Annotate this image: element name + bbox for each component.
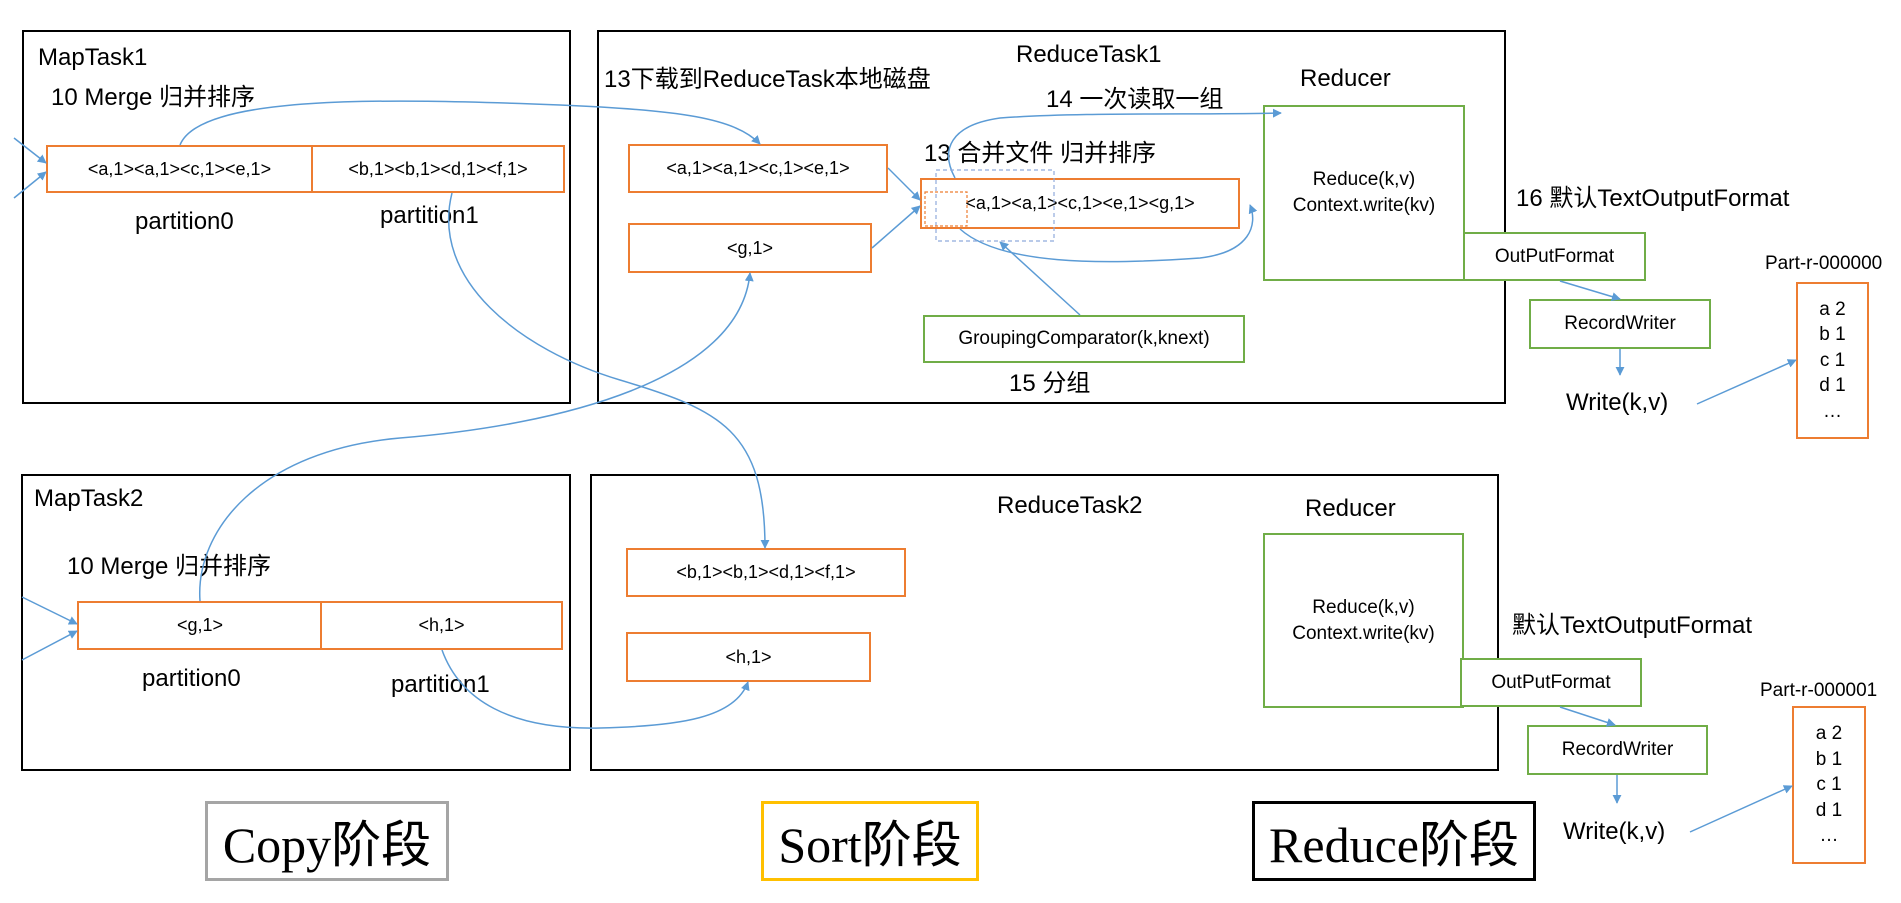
reducetask1-merged-box: <a,1><a,1><c,1><e,1><g,1>	[920, 178, 1240, 229]
reducetask1-merge-label: 13 合并文件 归并排序	[924, 140, 1157, 167]
maptask1-title: MapTask1	[38, 44, 148, 71]
grouping-label: 15 分组	[1009, 370, 1091, 397]
maptask1-partition1-label: partition1	[380, 202, 479, 229]
reducer1-box: Reduce(k,v) Context.write(kv)	[1263, 105, 1465, 281]
maptask1-merge-label: 10 Merge 归并排序	[51, 84, 256, 111]
output1-part-lines: a 2 b 1 c 1 d 1 …	[1819, 297, 1845, 425]
output2-part-file: a 2 b 1 c 1 d 1 …	[1792, 706, 1866, 864]
reducer2-context-line: Context.write(kv)	[1292, 622, 1435, 644]
output2-part-line: d 1	[1815, 799, 1843, 821]
maptask2-partition1-label: partition1	[391, 671, 490, 698]
reducetask2-copy2-box: <h,1>	[626, 632, 871, 682]
reducer1-reduce-line: Reduce(k,v)	[1312, 169, 1416, 190]
reducer2-reduce-line: Reduce(k,v)	[1312, 596, 1415, 618]
output1-write-label: Write(k,v)	[1566, 389, 1669, 416]
output1-recordwriter-box: RecordWriter	[1529, 299, 1711, 349]
output2-part-name: Part-r-000001	[1760, 680, 1878, 701]
output1-part-name: Part-r-000000	[1765, 253, 1883, 274]
output2-recordwriter-box: RecordWriter	[1527, 725, 1708, 775]
reducetask1-download-label: 13下载到ReduceTask本地磁盘	[604, 66, 931, 93]
output2-part-lines: a 2 b 1 c 1 d 1 …	[1816, 721, 1842, 849]
output2-arrow	[1689, 785, 1793, 833]
maptask2-title: MapTask2	[34, 485, 144, 512]
output1-part-line: …	[1822, 400, 1842, 422]
output2-write-label: Write(k,v)	[1563, 818, 1666, 845]
output2-arrow	[1559, 706, 1616, 727]
output1-part-line: a 2	[1819, 298, 1846, 320]
reducer1-context-line: Context.write(kv)	[1292, 195, 1436, 216]
output1-arrow	[1559, 280, 1621, 301]
output2-outputformat-box: OutPutFormat	[1460, 658, 1642, 707]
reduce-stage-label: Reduce阶段	[1252, 801, 1536, 881]
maptask2-partition0-box: <g,1>	[77, 601, 323, 650]
reducetask1-copy2-box: <g,1>	[628, 223, 872, 273]
output1-format-label: 16 默认TextOutputFormat	[1516, 185, 1790, 212]
reducer1-title: Reducer	[1300, 65, 1391, 92]
grouping-comparator-box: GroupingComparator(k,knext)	[923, 315, 1245, 363]
reducetask1-read-group-label: 14 一次读取一组	[1046, 86, 1224, 113]
output1-part-line: c 1	[1819, 349, 1846, 371]
output2-part-line: c 1	[1816, 774, 1842, 796]
reducetask1-title: ReduceTask1	[1016, 41, 1162, 68]
reducetask2-copy1-box: <b,1><b,1><d,1><f,1>	[626, 548, 906, 597]
maptask2-partition1-box: <h,1>	[320, 601, 563, 650]
output1-part-line: b 1	[1819, 324, 1846, 346]
reducer2-box: Reduce(k,v) Context.write(kv)	[1263, 533, 1464, 708]
maptask1-partition0-label: partition0	[135, 208, 234, 235]
output1-part-line: d 1	[1819, 375, 1846, 397]
output2-part-line: …	[1819, 825, 1839, 847]
maptask1-partition0-box: <a,1><a,1><c,1><e,1>	[46, 145, 313, 193]
reducetask2-title: ReduceTask2	[997, 492, 1143, 519]
output1-outputformat-box: OutPutFormat	[1463, 232, 1646, 281]
output1-arrow	[1696, 359, 1797, 405]
output2-part-line: b 1	[1815, 748, 1843, 770]
output1-part-file: a 2 b 1 c 1 d 1 …	[1796, 282, 1869, 439]
maptask1-partition1-box: <b,1><b,1><d,1><f,1>	[311, 145, 565, 193]
copy-stage-label: Copy阶段	[205, 801, 449, 881]
output2-format-label: 默认TextOutputFormat	[1512, 612, 1753, 639]
output2-part-line: a 2	[1815, 723, 1843, 745]
maptask2-merge-label: 10 Merge 归并排序	[67, 553, 272, 580]
reducer2-title: Reducer	[1305, 495, 1396, 522]
sort-stage-label: Sort阶段	[761, 801, 979, 881]
maptask2-partition0-label: partition0	[142, 665, 241, 692]
reducetask1-copy1-box: <a,1><a,1><c,1><e,1>	[628, 144, 888, 193]
